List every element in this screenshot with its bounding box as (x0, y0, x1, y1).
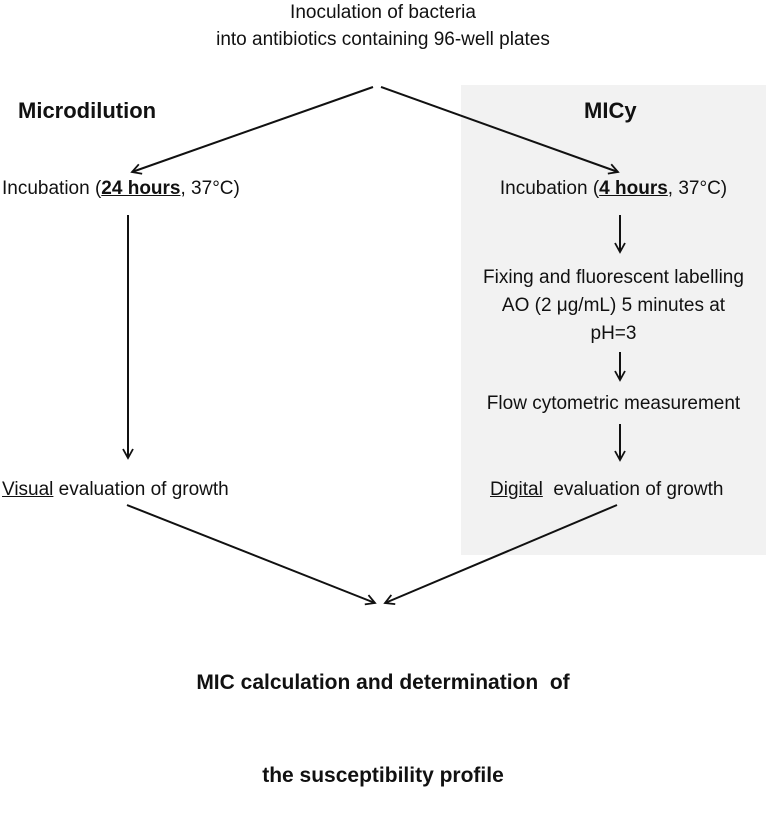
fixing-line3: pH=3 (590, 323, 637, 344)
left-incubation-step: Incubation (24 hours, 37°C) (2, 178, 240, 201)
top-title: Inoculation of bacteria into antibiotics… (0, 2, 766, 52)
flow-cytometric-step: Flow cytometric measurement (486, 393, 741, 414)
result-line1: MIC calculation and determination of (196, 671, 570, 694)
left-incubation-duration: 24 hours (101, 178, 181, 199)
arrow-left-to-result (126, 504, 377, 606)
visual-evaluation-step: Visual evaluation of growth (2, 479, 229, 502)
right-incubation-duration: 4 hours (599, 178, 668, 199)
digital-evaluation-step: Digital evaluation of growth (490, 479, 723, 502)
digital-evaluation-rest: evaluation of growth (542, 479, 724, 500)
result-line2: the susceptibility profile (262, 764, 504, 787)
result-box: MIC calculation and determination of the… (0, 605, 766, 822)
visual-evaluation-rest: evaluation of growth (53, 479, 229, 500)
arrow-to-left-incubation (130, 86, 374, 175)
arrow-to-right-incubation (380, 86, 620, 175)
right-incubation-prefix: Incubation ( (499, 178, 600, 199)
right-incubation-suffix: , 37°C) (667, 178, 728, 199)
left-incubation-prefix: Incubation ( (2, 178, 102, 199)
digital-evaluation-emph: Digital (490, 479, 543, 500)
top-title-line1: Inoculation of bacteria (290, 2, 476, 23)
micy-heading: MICy (584, 98, 637, 123)
top-title-line2: into antibiotics containing 96-well plat… (216, 28, 550, 50)
fixing-step: Fixing and fluorescent labelling AO (2 μ… (461, 264, 766, 348)
fixing-line1: Fixing and fluorescent labelling (483, 267, 744, 288)
microdilution-heading: Microdilution (18, 98, 157, 123)
right-incubation-step: Incubation (4 hours, 37°C) (461, 178, 766, 201)
micy-panel-background (461, 85, 766, 555)
flow-arrows (122, 86, 626, 606)
left-incubation-suffix: , 37°C) (180, 178, 240, 199)
fixing-line2: AO (2 μg/mL) 5 minutes at (501, 295, 726, 316)
arrow-right-to-result (383, 504, 618, 605)
visual-evaluation-emph: Visual (2, 479, 54, 500)
